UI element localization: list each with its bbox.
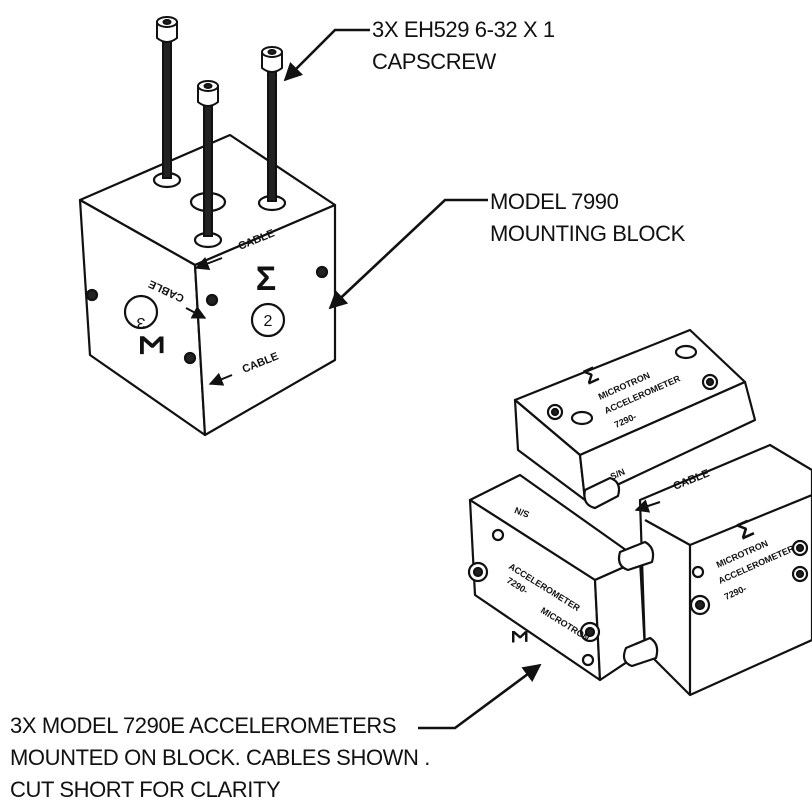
accelerometer-front	[467, 473, 647, 682]
block-face-number-2: 2	[264, 313, 273, 330]
block-cable-arrow	[185, 305, 207, 319]
left-face-hole	[85, 288, 99, 302]
right-face-hole	[315, 265, 329, 279]
capscrew-2	[197, 80, 219, 237]
callout-accelerometers: 3X MODEL 7290E ACCELEROMETERS MOUNTED ON…	[10, 710, 430, 806]
cable-stubs	[583, 476, 659, 668]
capscrews	[156, 16, 283, 237]
leader-mounting-block	[328, 198, 488, 310]
callout-capscrew-line2: CAPSCREW	[372, 49, 496, 74]
face-number-circle-3	[123, 294, 159, 330]
sensor-front-sigma: Σ	[507, 630, 532, 643]
right-face-hole	[205, 293, 219, 307]
callout-accel-line1: 3X MODEL 7290E ACCELEROMETERS	[10, 713, 397, 738]
sensor-cable-arrow	[634, 499, 661, 513]
callout-capscrew-line1: 3X EH529 6-32 X 1	[372, 17, 555, 42]
block-sigma-logo-left: Σ	[132, 335, 170, 355]
callout-accel-line3: CUT SHORT FOR CLARITY	[10, 777, 281, 802]
capscrew-3	[261, 46, 283, 202]
left-face-hole	[183, 351, 197, 365]
accelerometer-right	[638, 443, 812, 697]
callout-block-line2: MOUNTING BLOCK	[490, 221, 685, 246]
capscrew-1	[156, 16, 178, 179]
leader-lines	[283, 28, 542, 730]
block-face-number-3: 3	[136, 314, 145, 331]
callout-accel-line2: MOUNTED ON BLOCK. CABLES SHOWN .	[10, 745, 430, 770]
callout-mounting-block: MODEL 7990 MOUNTING BLOCK	[490, 186, 685, 250]
callout-block-line1: MODEL 7990	[490, 189, 619, 214]
block-cable-arrow	[194, 256, 223, 271]
block-sigma-logo-right: Σ	[256, 260, 276, 298]
block-cable-arrow	[208, 372, 233, 386]
face-number-circle-2	[250, 302, 286, 338]
callout-capscrew: 3X EH529 6-32 X 1 CAPSCREW	[372, 14, 555, 78]
leader-capscrew	[283, 28, 370, 82]
leader-accelerometers	[418, 663, 542, 730]
sensor-front-sn: S/N	[513, 505, 531, 520]
mounting-block	[78, 133, 337, 437]
accelerometer-assembly	[467, 328, 812, 697]
